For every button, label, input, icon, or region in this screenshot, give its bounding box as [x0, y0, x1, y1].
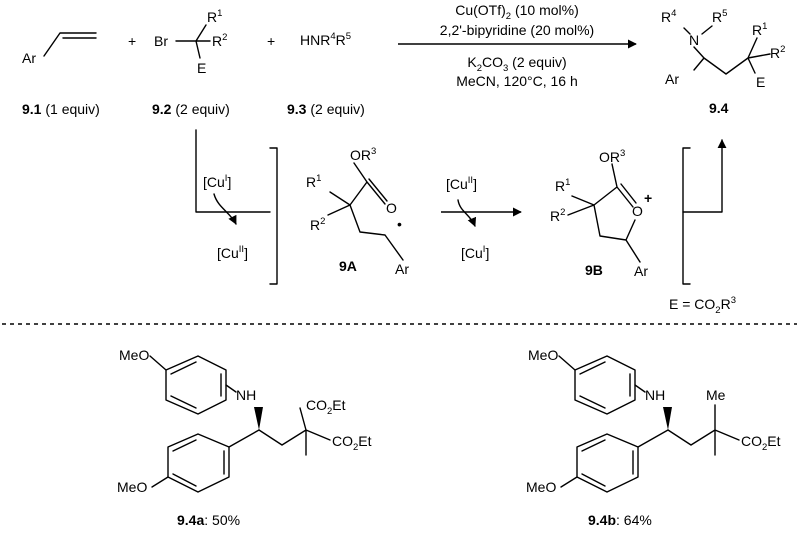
nitrogen-label: N	[689, 32, 699, 48]
r2-label: R2	[212, 32, 227, 49]
curved-arrow-copper	[457, 199, 477, 227]
copper-ii-label: [CuII]	[446, 175, 477, 192]
alkyl-bromide-structure: Br R1 R2 E	[154, 8, 227, 76]
intermediate-label-9b: 9B	[585, 262, 603, 278]
ester-label: CO2Et	[306, 397, 346, 417]
copper-ii-label: [CuII]	[217, 244, 248, 261]
carbonyl-oxygen-label: O	[386, 200, 397, 216]
example-caption-9-4b: 9.4b: 64%	[588, 512, 652, 528]
ester-or3-label: OR3	[350, 146, 376, 163]
amine-nh-label: NH	[645, 387, 665, 403]
styrene-structure: Ar	[22, 32, 97, 66]
r1-label: R1	[207, 8, 222, 25]
aryl-label: Ar	[22, 50, 36, 66]
copper-i-label: [CuI]	[461, 244, 489, 261]
r5-label: R5	[712, 8, 727, 25]
ester-label: CO2Et	[741, 433, 781, 453]
ligand-label: 2,2'-bipyridine (20 mol%)	[440, 22, 594, 38]
intermediate-label-9a: 9A	[339, 258, 357, 274]
product-structure: R4 R5 N Ar R1 R2 E	[661, 8, 785, 90]
methoxy-label: MeO	[117, 479, 147, 495]
plus-sign: +	[128, 33, 136, 49]
amine-nh-label: NH	[236, 387, 256, 403]
ester-definition: E = CO2R3	[669, 295, 736, 316]
positive-charge: +	[644, 190, 652, 206]
example-caption-9-4a: 9.4a: 50%	[177, 512, 240, 528]
solvent-label: MeCN, 120°C, 16 h	[456, 73, 578, 89]
compound-label-9-2: 9.2 (2 equiv)	[152, 101, 230, 117]
aryl-label: Ar	[395, 261, 409, 277]
example-structure-9-4a: MeO NH CO2Et CO2Et MeO	[117, 347, 372, 495]
aryl-label: Ar	[665, 71, 679, 87]
r1-label: R1	[306, 173, 321, 190]
r1-label: R1	[555, 177, 570, 194]
methoxy-label: MeO	[528, 347, 558, 363]
radical-dot: •	[397, 216, 402, 232]
aryl-label: Ar	[634, 263, 648, 279]
r4-label: R4	[661, 8, 676, 25]
copper-i-label: [CuI]	[203, 173, 231, 190]
ester-e-label: E	[756, 74, 765, 90]
ester-or3-label: OR3	[599, 148, 625, 165]
methyl-label: Me	[706, 387, 726, 403]
radical-intermediate-9a: OR3 R1 R2 O • Ar 9A	[306, 146, 409, 277]
curved-arrow-copper	[213, 193, 237, 225]
ester-label: CO2Et	[332, 433, 372, 453]
compound-label-9-1: 9.1 (1 equiv)	[22, 101, 100, 117]
oxocarbenium-intermediate-9b: OR3 R1 R2 O + Ar 9B	[550, 148, 652, 279]
plus-sign: +	[267, 33, 275, 49]
mechanism-flow-lines	[195, 129, 727, 285]
methoxy-label: MeO	[526, 479, 556, 495]
base-label: K2CO3 (2 equiv)	[467, 54, 566, 74]
catalyst-label: Cu(OTf)2 (10 mol%)	[455, 2, 579, 22]
amine-formula: HNR4R5	[300, 31, 351, 48]
methoxy-label: MeO	[119, 347, 149, 363]
bromine-label: Br	[154, 33, 168, 49]
compound-label-9-4: 9.4	[709, 100, 729, 116]
r1-label: R1	[752, 21, 767, 38]
compound-label-9-3: 9.3 (2 equiv)	[287, 101, 365, 117]
ring-oxygen-label: O	[632, 203, 643, 219]
r2-label: R2	[770, 44, 785, 61]
r2-label: R2	[310, 216, 325, 233]
example-structure-9-4b: MeO NH Me CO2Et MeO	[526, 347, 781, 495]
r2-label: R2	[550, 207, 565, 224]
ester-e-label: E	[197, 60, 206, 76]
